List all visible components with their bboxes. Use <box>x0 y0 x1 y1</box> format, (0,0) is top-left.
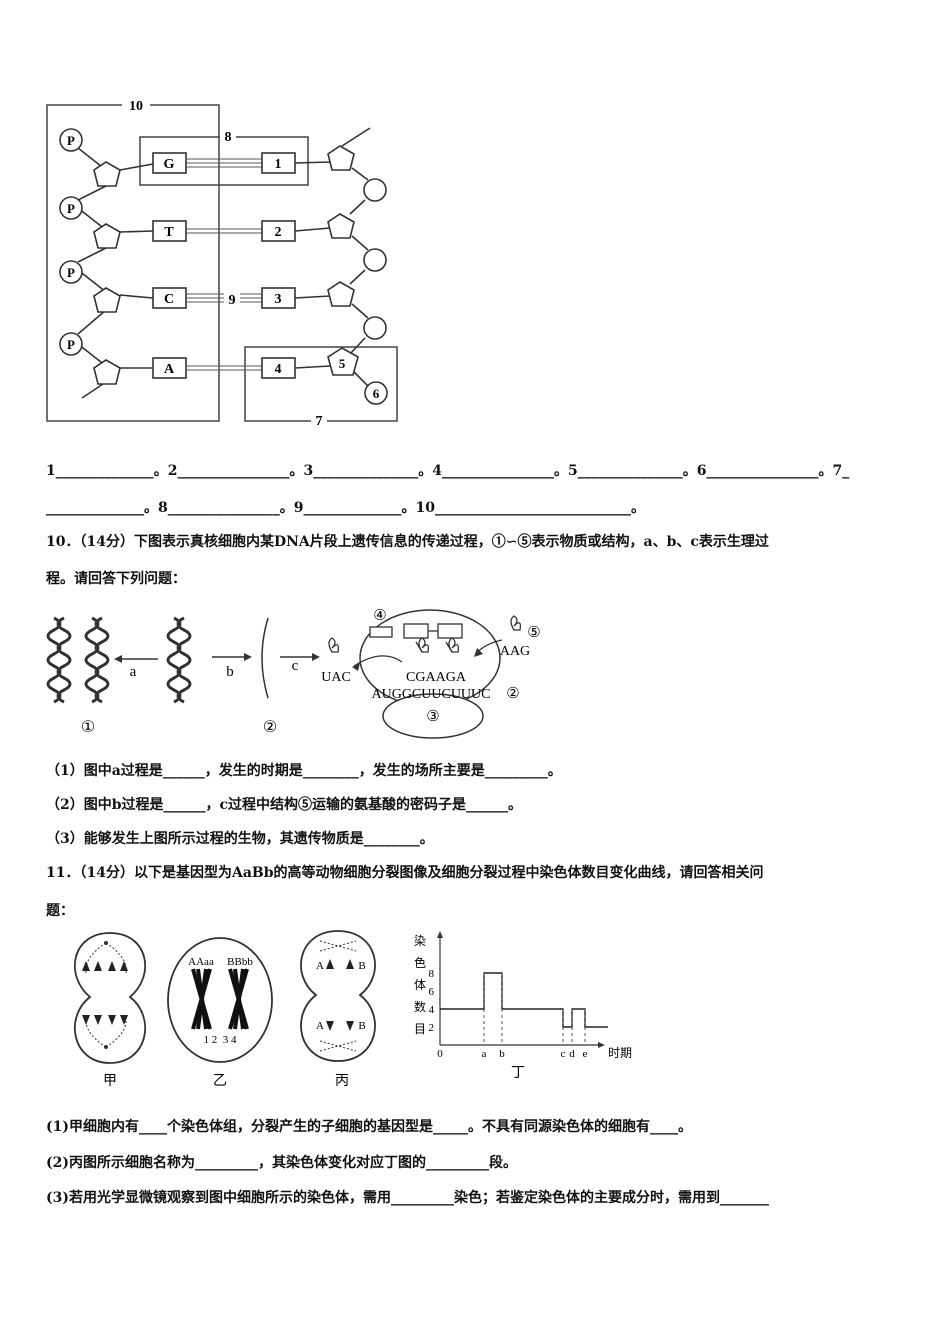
y-tick-6: 6 <box>429 986 435 998</box>
chart-origin: 0 <box>437 1048 443 1060</box>
label-10: 10 <box>129 99 143 114</box>
cell-jia <box>74 932 146 1064</box>
phosphate-group: P P P P <box>59 128 83 356</box>
q9-blanks-line2: ______________。8________________。9______… <box>46 500 645 516</box>
y-tick-4: 4 <box>429 1004 435 1016</box>
label-2: ② <box>263 719 277 736</box>
anticodon-cgaaga: CGAAGA <box>406 670 467 685</box>
base-c: C <box>164 292 174 307</box>
label-bing: 丙 <box>335 1074 349 1089</box>
yi-genes-a: AAaa <box>188 956 214 968</box>
yi-genes-b: BBbb <box>227 956 253 968</box>
q11-sub3: (3)若用光学显微镜观察到图中细胞所示的染色体，需用_________染色；若鉴… <box>46 1190 769 1206</box>
x-tick-c: c <box>561 1048 566 1060</box>
label-5: ⑤ <box>527 625 540 641</box>
base-num-2: 2 <box>275 225 282 240</box>
cell-bing: A B A B <box>300 930 376 1062</box>
label-8: 8 <box>225 130 232 145</box>
svg-text:色: 色 <box>414 956 426 970</box>
svg-text:P: P <box>67 133 75 148</box>
x-tick-d: d <box>569 1048 575 1060</box>
svg-text:A: A <box>316 1020 324 1032</box>
cell-yi: AAaa BBbb 1 2 3 4 <box>167 937 273 1063</box>
y-tick-8: 8 <box>429 968 435 980</box>
svg-text:染: 染 <box>414 933 426 948</box>
label-5: 5 <box>339 356 346 371</box>
ribosome-small <box>382 693 484 739</box>
label-9: 9 <box>229 293 236 308</box>
label-yi: 乙 <box>213 1073 227 1089</box>
label-3: ③ <box>426 709 439 725</box>
label-jia: 甲 <box>103 1074 117 1089</box>
label-ding: 丁 <box>511 1066 525 1081</box>
svg-text:B: B <box>358 960 365 972</box>
yi-chromosome-numbers: 1 2 3 4 <box>204 1034 238 1046</box>
base-num-1: 1 <box>275 157 282 172</box>
anticodon-uac: UAC <box>321 670 351 685</box>
svg-text:P: P <box>67 337 75 352</box>
chromosome-count-line <box>440 972 608 1028</box>
arrow-c-label: c <box>292 658 299 674</box>
chart-xlabel: 时期 <box>608 1046 632 1060</box>
x-tick-e: e <box>583 1048 588 1060</box>
cell-division-figure: 甲 AAaa BBbb 1 2 3 4 乙 A B A B 丙 染 色 <box>74 930 632 1089</box>
q11-stem-line2: 题： <box>46 903 74 919</box>
q10-sub2: （2）图中b过程是______，c过程中结构⑤运输的氨基酸的密码子是______… <box>46 797 523 813</box>
label-4: ④ <box>373 608 386 624</box>
q11-sub2: (2)丙图所示细胞名称为_________，其染色体变化对应丁图的_______… <box>46 1155 517 1171</box>
label-1: ① <box>81 719 95 736</box>
phosphate-6 <box>364 381 388 405</box>
q10-sub1: （1）图中a过程是______，发生的时期是________，发生的场所主要是_… <box>46 763 562 779</box>
base-num-3: 3 <box>275 292 282 307</box>
gene-expression-figure: a b c ④ ⑤ UAC CGAAGA AAG AUGGCUUCUUUC ② … <box>46 608 540 739</box>
q9-blanks-line1: 1______________。2________________。3_____… <box>46 463 850 479</box>
q10-stem-line1: 10．（14分）下图表示真核细胞内某DNA片段上遗传信息的传递过程，①∽⑤表示物… <box>46 534 769 550</box>
q10-stem-line2: 程。请回答下列问题： <box>46 571 186 587</box>
svg-text:P: P <box>67 265 75 280</box>
q10-sub3: （3）能够发生上图所示过程的生物，其遗传物质是________。 <box>46 831 434 847</box>
svg-text:A: A <box>316 960 324 972</box>
mrna-sequence: AUGGCUUCUUUC <box>371 687 490 702</box>
svg-text:体: 体 <box>414 978 426 992</box>
svg-text:P: P <box>67 201 75 216</box>
q11-sub1: (1)甲细胞内有____个染色体组，分裂产生的子细胞的基因型是_____。不具有… <box>46 1119 692 1135</box>
svg-text:数: 数 <box>414 999 426 1014</box>
x-tick-a: a <box>482 1048 487 1060</box>
label-6: 6 <box>373 386 380 401</box>
anticodon-aag: AAG <box>500 644 530 659</box>
arrow-a-label: a <box>130 664 137 680</box>
svg-text:目: 目 <box>414 1022 426 1036</box>
base-a: A <box>164 362 175 377</box>
label-7: 7 <box>316 414 323 429</box>
svg-text:B: B <box>358 1020 365 1032</box>
label-2-mrna: ② <box>506 686 519 702</box>
arrow-b-label: b <box>226 664 234 680</box>
base-num-4: 4 <box>275 362 282 377</box>
pentose-5 <box>327 347 359 376</box>
q11-stem-line1: 11．（14分）以下是基因型为AaBb的高等动物细胞分裂图像及细胞分裂过程中染色… <box>46 865 764 881</box>
x-tick-b: b <box>499 1048 505 1060</box>
y-tick-2: 2 <box>429 1022 435 1034</box>
base-t: T <box>164 225 174 240</box>
dna-structure-figure: 10 8 7 P P P P <box>46 98 398 429</box>
base-g: G <box>164 157 175 172</box>
